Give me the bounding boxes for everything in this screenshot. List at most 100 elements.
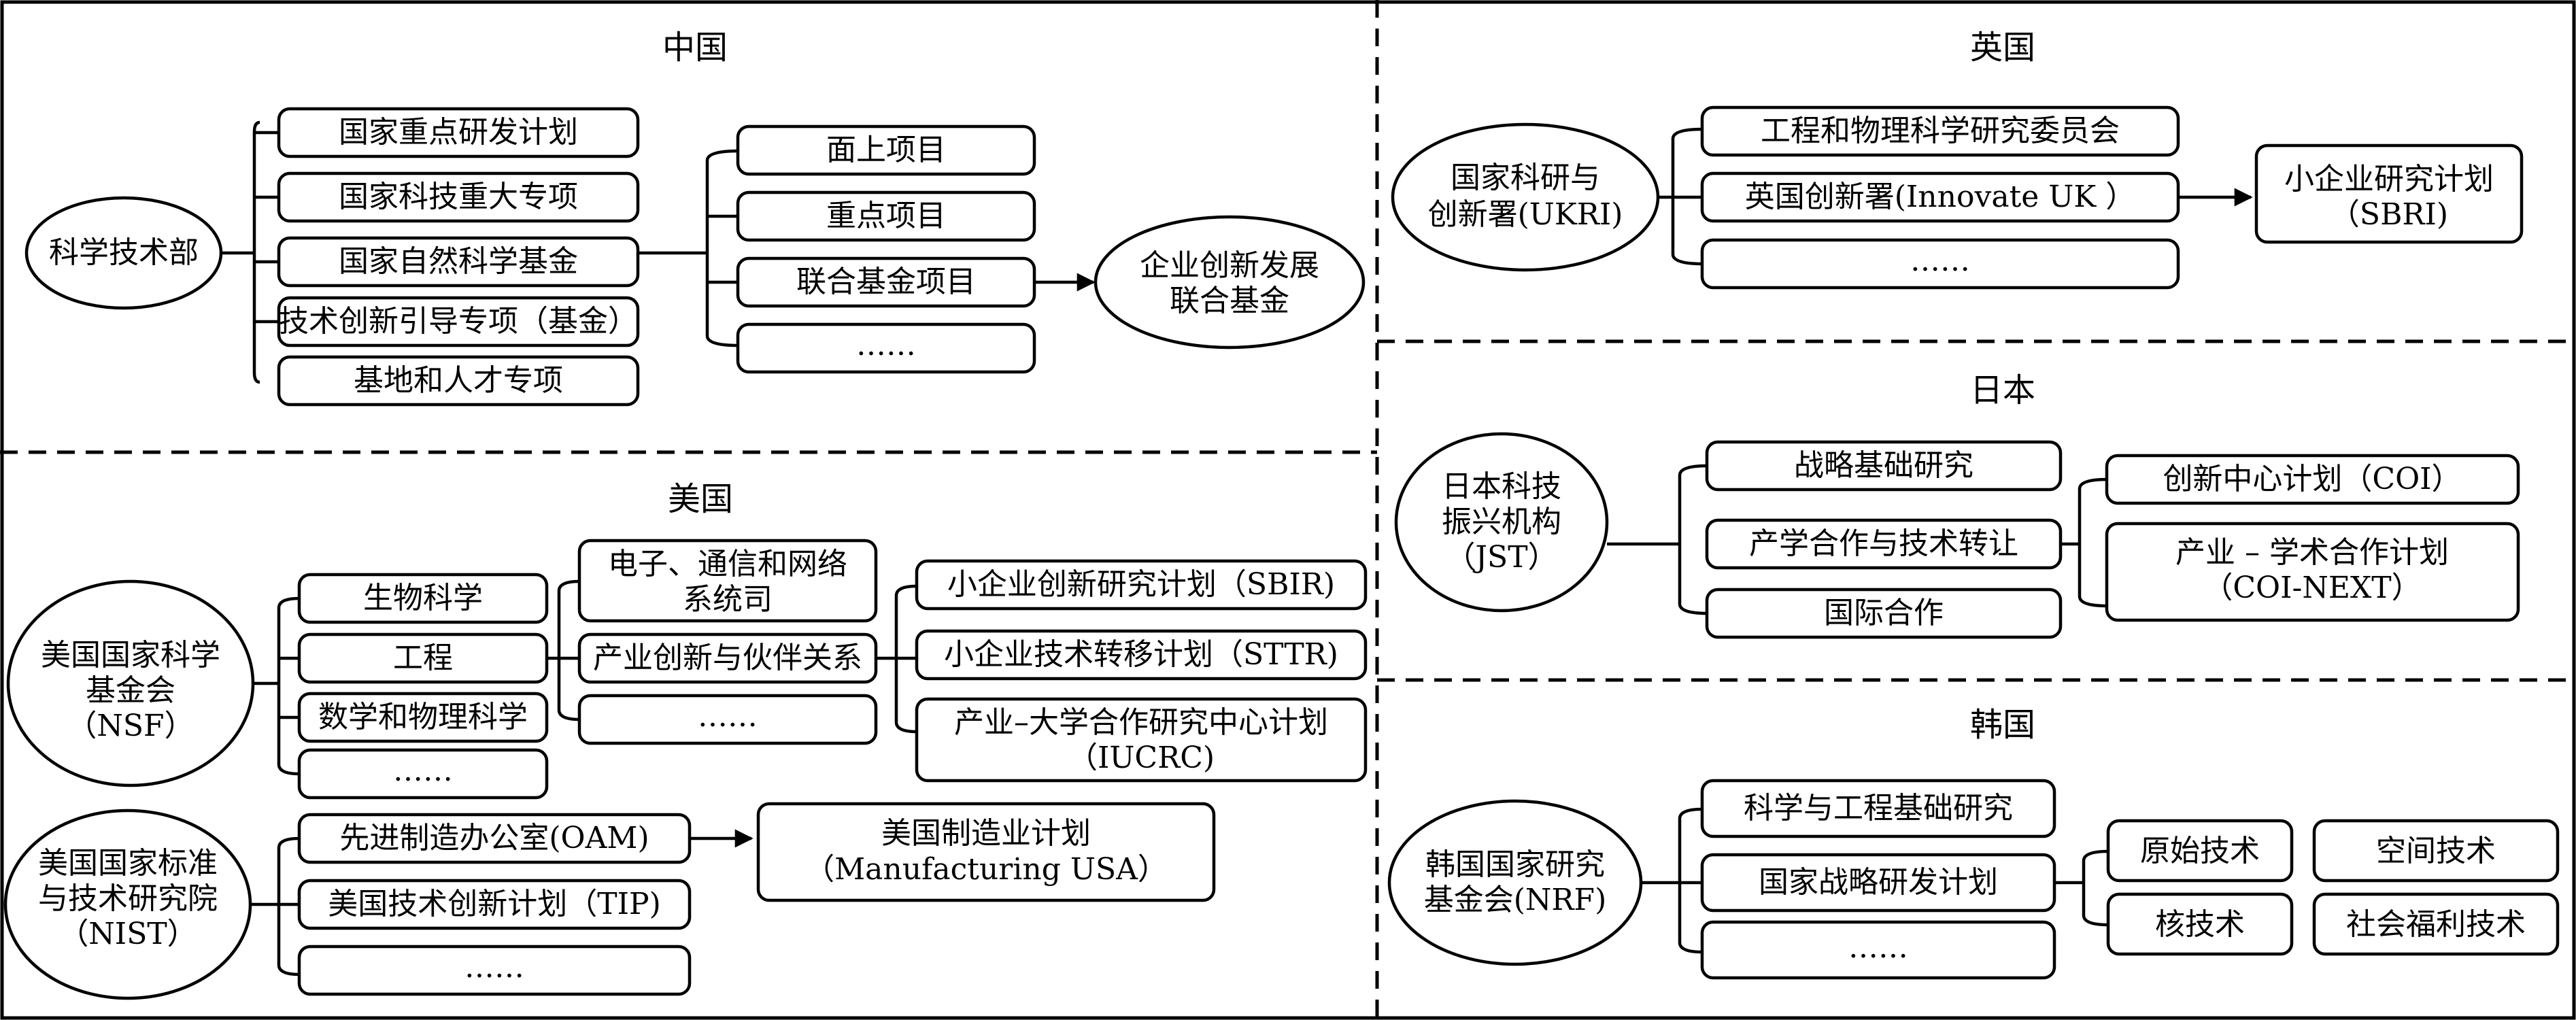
japan-root-line-2: 振兴机构 — [1442, 505, 1561, 539]
china-nsfc-sub-2 — [736, 190, 1036, 242]
usa-section: 美国 美国国家科学 基金会 （NSF） 生物科学 工程 数学和物理科学 …… 电… — [3, 480, 1368, 1000]
japan-title: 日本 — [1970, 371, 2035, 409]
usa-nsf-item-3-label: 数学和物理科学 — [318, 700, 528, 734]
usa-nsf-line-3: （NSF） — [67, 709, 194, 743]
usa-nist-line-3: （NIST） — [58, 917, 197, 951]
uk-item-3-label: …… — [1910, 243, 1970, 278]
usa-nsf-line-1: 美国国家科学 — [41, 638, 220, 673]
usa-nist-line-1: 美国国家标准 — [38, 846, 218, 881]
korea-item-2-label: 国家战略研发计划 — [1759, 865, 1998, 900]
china-item-3-label: 国家自然科学基金 — [339, 244, 578, 279]
japan-root-node — [1394, 432, 1609, 613]
uk-sbri-node — [2254, 143, 2524, 244]
usa-program-iucrc-line-1: 产业–大学合作研究中心计划 — [954, 705, 1328, 740]
uk-root-line-2: 创新署(UKRI) — [1428, 197, 1623, 232]
china-item-4 — [277, 296, 640, 347]
japan-coi-node — [2105, 454, 2520, 505]
korea-item-1-label: 科学与工程基础研究 — [1744, 791, 2013, 826]
usa-programs-bracket — [876, 584, 917, 734]
korea-root-bracket — [1641, 807, 1703, 954]
china-root-label: 科学技术部 — [49, 235, 199, 270]
uk-title: 英国 — [1970, 29, 2035, 67]
uk-root-bracket — [1658, 127, 1703, 266]
usa-nist-item-3 — [297, 945, 692, 996]
korea-tech-1-label: 原始技术 — [2140, 834, 2260, 868]
usa-eng-sub-2-label: 产业创新与伙伴关系 — [593, 641, 862, 675]
usa-eng-sub-1-line-1: 电子、通信和网络 — [608, 547, 847, 581]
usa-manufacturing-node — [756, 802, 1216, 902]
usa-nist-item-2-label: 美国技术创新计划（TIP) — [328, 887, 661, 921]
uk-sbri-line-1: 小企业研究计划 — [2284, 162, 2494, 197]
japan-section: 日本 日本科技 振兴机构 （JST） 战略基础研究 产学合作与技术转让 国际合作… — [1394, 371, 2520, 639]
japan-item-bracket — [2061, 477, 2107, 608]
china-nsfc-sub-3-label: 联合基金项目 — [796, 265, 976, 299]
japan-item-3-label: 国际合作 — [1824, 596, 1944, 630]
china-item-2-label: 国家科技重大专项 — [339, 180, 578, 214]
usa-nist-line-2: 与技术研究院 — [38, 881, 218, 916]
china-nsfc-sub-4 — [736, 322, 1036, 374]
korea-root-line-1: 韩国国家研究 — [1425, 847, 1605, 882]
china-title: 中国 — [662, 29, 728, 67]
usa-program-sbir — [915, 559, 1368, 611]
china-nsfc-sub-4-label: …… — [856, 328, 916, 362]
usa-eng-sub-3-label: …… — [698, 699, 758, 734]
china-nsfc-bracket — [638, 149, 739, 347]
uk-item-1 — [1700, 105, 2180, 157]
japan-coi-next-line-2: （COI-NEXT） — [2203, 571, 2421, 605]
japan-root-bracket — [1607, 464, 1708, 615]
usa-eng-sub-1 — [577, 539, 878, 623]
japan-root-line-3: （JST） — [1445, 540, 1557, 575]
usa-program-iucrc — [915, 697, 1368, 783]
korea-tech-3 — [2106, 892, 2294, 956]
usa-title: 美国 — [668, 480, 733, 518]
usa-program-iucrc-line-2: （IUCRC) — [1068, 741, 1215, 775]
uk-item-1-label: 工程和物理科学研究委员会 — [1761, 114, 2120, 148]
korea-tech-2-label: 空间技术 — [2376, 834, 2496, 868]
japan-coi-next-node — [2105, 522, 2520, 622]
china-nsfc-sub-2-label: 重点项目 — [826, 199, 946, 233]
korea-tech-1 — [2106, 819, 2294, 883]
china-joint-fund-line-2: 联合基金 — [1170, 284, 1289, 318]
china-joint-fund-line-1: 企业创新发展 — [1140, 248, 1319, 283]
korea-section: 韩国 韩国国家研究 基金会(NRF) 科学与工程基础研究 国家战略研发计划 ……… — [1387, 706, 2560, 980]
korea-tech-3-label: 核技术 — [2155, 907, 2245, 942]
korea-root-line-2: 基金会(NRF) — [1424, 883, 1607, 917]
korea-item-1 — [1700, 779, 2056, 838]
china-root-bracket — [221, 120, 260, 384]
uk-item-2-label: 英国创新署(Innovate UK ） — [1745, 180, 2135, 214]
japan-item-3 — [1705, 588, 2063, 639]
korea-title: 韩国 — [1970, 706, 2035, 744]
usa-eng-bracket — [547, 579, 580, 721]
korea-item-3 — [1700, 920, 2056, 980]
uk-section: 英国 国家科研与 创新署(UKRI) 工程和物理科学研究委员会 英国创新署(In… — [1391, 29, 2524, 290]
japan-coi-label: 创新中心计划（COI） — [2163, 462, 2461, 496]
japan-item-2-label: 产学合作与技术转让 — [1749, 526, 2018, 561]
china-item-5-label: 基地和人才专项 — [354, 363, 563, 398]
usa-nsf-item-1-label: 生物科学 — [363, 581, 483, 615]
china-items-ticks — [254, 131, 279, 324]
korea-tech-4-label: 社会福利技术 — [2346, 907, 2526, 942]
japan-root-line-1: 日本科技 — [1442, 469, 1561, 504]
usa-nist-bracket — [250, 836, 300, 976]
china-item-5 — [277, 355, 640, 407]
usa-nsf-line-2: 基金会 — [86, 673, 175, 708]
usa-eng-sub-3 — [577, 694, 878, 745]
japan-coi-next-line-1: 产业 – 学术合作计划 — [2175, 535, 2449, 570]
usa-nsf-item-1 — [297, 573, 549, 624]
usa-program-sttr — [915, 629, 1368, 681]
china-item-1 — [277, 107, 640, 158]
japan-item-1 — [1705, 440, 2063, 492]
china-nsfc-sub-1-label: 面上项目 — [826, 133, 946, 167]
usa-nist-item-2 — [297, 879, 692, 930]
usa-program-sttr-label: 小企业技术转移计划（STTR) — [944, 637, 1338, 672]
usa-nsf-bracket — [253, 596, 300, 776]
usa-eng-sub-1-line-2: 系统司 — [683, 582, 773, 617]
china-nsfc-ticks — [707, 214, 738, 284]
korea-item-3-label: …… — [1848, 930, 1908, 965]
usa-manufacturing-line-2: （Manufacturing USA） — [804, 852, 1168, 887]
usa-nsf-item-3 — [297, 692, 549, 743]
usa-nist-item-1-label: 先进制造办公室(OAM) — [339, 821, 649, 855]
usa-nsf-item-4-label: …… — [393, 753, 453, 788]
